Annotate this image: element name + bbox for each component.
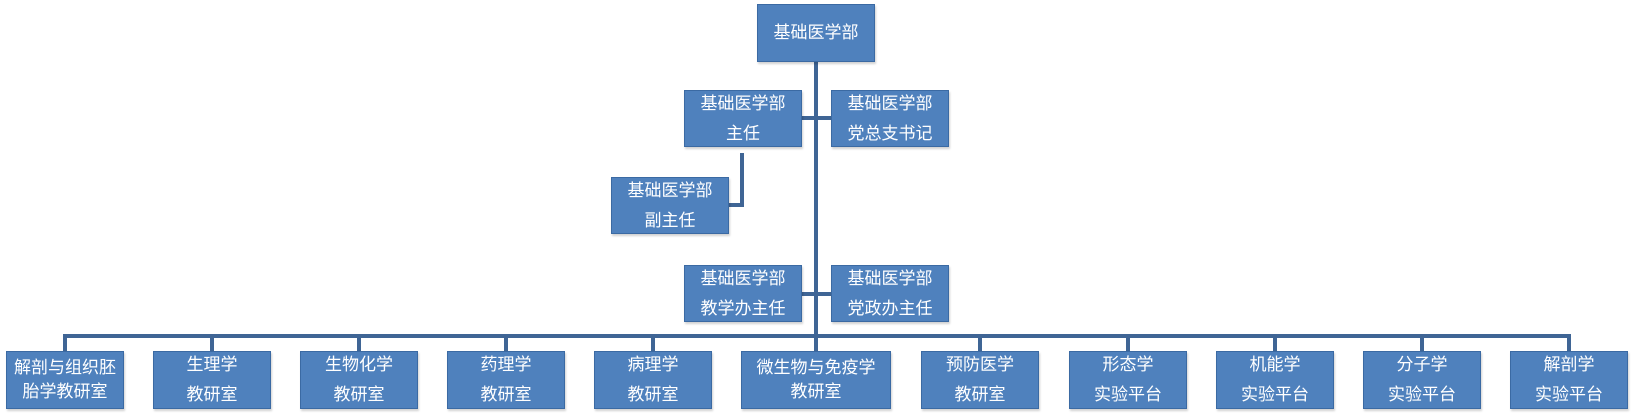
party-secretary-line2: 党总支书记 — [847, 123, 933, 144]
department-line1: 生理学 — [186, 355, 238, 375]
department-line1: 生物化学 — [325, 355, 393, 375]
department-box: 药理学 教研室 — [447, 351, 565, 409]
department-line2: 实验平台 — [1094, 385, 1162, 405]
deputy-director-box: 基础医学部 副主任 — [611, 177, 729, 234]
department-line1: 微生物与免疫学 — [756, 358, 876, 378]
party-office-box: 基础医学部 党政办主任 — [831, 265, 949, 322]
root-node-label: 基础医学部 — [773, 23, 859, 43]
department-line1: 病理学 — [627, 355, 679, 375]
department-line2: 胎学教研室 — [22, 382, 108, 402]
party-office-line2: 党政办主任 — [847, 298, 933, 319]
deputy-connector — [728, 153, 744, 207]
department-line2: 实验平台 — [1241, 385, 1309, 405]
deputy-director-line2: 副主任 — [644, 210, 696, 231]
department-box: 机能学 实验平台 — [1216, 351, 1334, 409]
department-line2: 实验平台 — [1535, 385, 1603, 405]
department-box: 解剖学 实验平台 — [1510, 351, 1628, 409]
root-node-box: 基础医学部 — [757, 4, 875, 62]
department-line2: 教研室 — [480, 385, 532, 405]
deputy-director-line1: 基础医学部 — [627, 180, 713, 201]
director-line2: 主任 — [726, 123, 760, 144]
department-box: 微生物与免疫学 教研室 — [741, 351, 891, 409]
department-line1: 预防医学 — [946, 355, 1014, 375]
department-line1: 解剖与组织胚 — [14, 358, 116, 378]
department-line2: 实验平台 — [1388, 385, 1456, 405]
department-box: 病理学 教研室 — [594, 351, 712, 409]
department-box: 预防医学 教研室 — [921, 351, 1039, 409]
department-line2: 教研室 — [186, 385, 238, 405]
department-line1: 分子学 — [1396, 355, 1448, 375]
department-box: 生理学 教研室 — [153, 351, 271, 409]
director-line1: 基础医学部 — [700, 93, 786, 114]
department-line1: 药理学 — [480, 355, 532, 375]
department-line2: 教研室 — [333, 385, 385, 405]
teaching-office-box: 基础医学部 教学办主任 — [684, 265, 802, 322]
party-office-line1: 基础医学部 — [847, 268, 933, 289]
party-secretary-line1: 基础医学部 — [847, 93, 933, 114]
teaching-office-line1: 基础医学部 — [700, 268, 786, 289]
department-line2: 教研室 — [954, 385, 1006, 405]
department-box: 解剖与组织胚 胎学教研室 — [6, 351, 124, 409]
teaching-office-line2: 教学办主任 — [700, 298, 786, 319]
department-box: 生物化学 教研室 — [300, 351, 418, 409]
party-secretary-box: 基础医学部 党总支书记 — [831, 90, 949, 147]
director-box: 基础医学部 主任 — [684, 90, 802, 147]
department-line1: 解剖学 — [1543, 355, 1595, 375]
department-line2: 教研室 — [790, 382, 842, 402]
department-box: 形态学 实验平台 — [1069, 351, 1187, 409]
department-box: 分子学 实验平台 — [1363, 351, 1481, 409]
department-line2: 教研室 — [627, 385, 679, 405]
department-line1: 机能学 — [1249, 355, 1301, 375]
department-line1: 形态学 — [1102, 355, 1154, 375]
